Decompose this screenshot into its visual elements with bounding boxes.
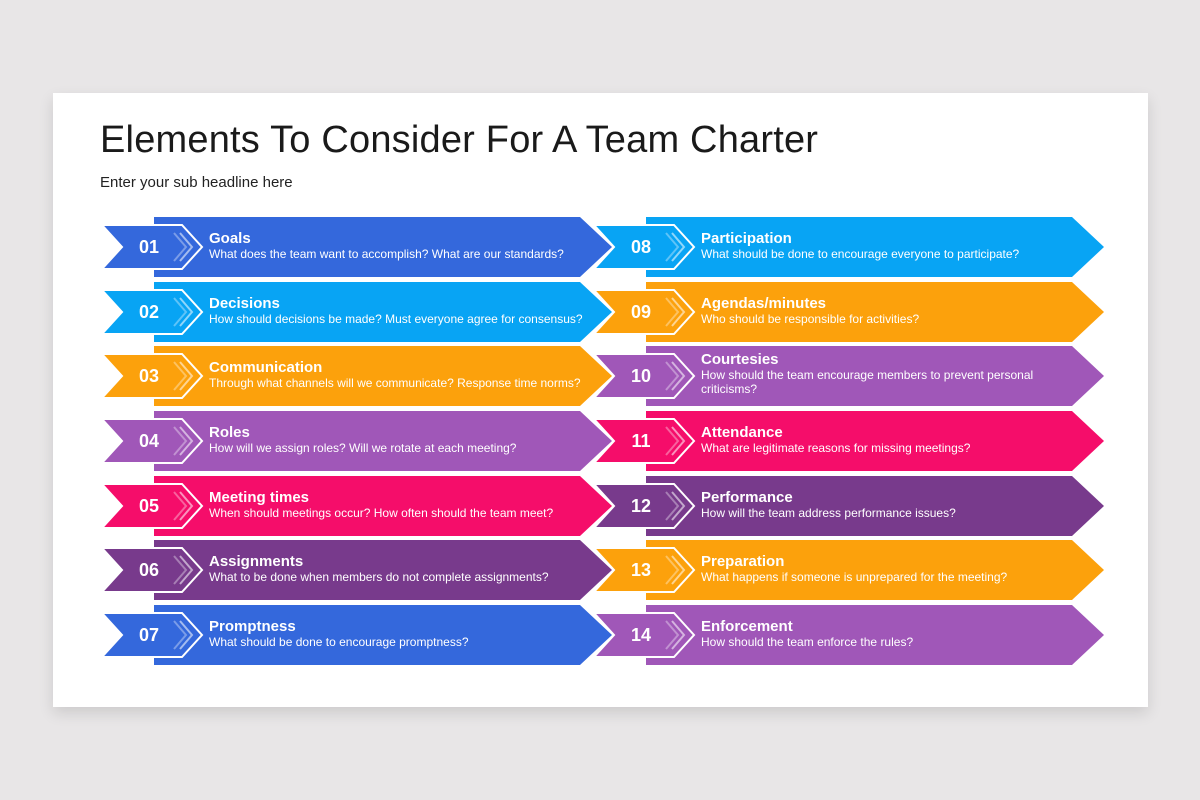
item-number: 06	[138, 560, 160, 580]
item-title: Preparation	[701, 553, 785, 570]
item-title: Communication	[209, 359, 323, 376]
item-title: Goals	[209, 230, 251, 247]
item-number: 08	[630, 237, 652, 257]
item-title: Participation	[701, 230, 792, 247]
item-title: Promptness	[209, 618, 296, 635]
item-title: Attendance	[701, 424, 783, 441]
item-title: Agendas/minutes	[701, 295, 827, 312]
item-description: When should meetings occur? How often sh…	[209, 506, 554, 520]
item-title: Assignments	[209, 553, 304, 570]
item-description: What should be done to encourage promptn…	[209, 635, 469, 649]
item-title: Courtesies	[701, 351, 779, 368]
arrow-shape-icon	[99, 476, 612, 536]
item-description: What does the team want to accomplish? W…	[209, 247, 564, 261]
item-title: Enforcement	[701, 618, 793, 635]
item-title: Performance	[701, 489, 793, 506]
item-description: How will we assign roles? Will we rotate…	[209, 441, 517, 455]
item-description: How should the team enforce the rules?	[701, 635, 914, 649]
item-number: 12	[630, 496, 652, 516]
item-description: How will the team address performance is…	[701, 506, 956, 520]
item-number: 03	[138, 366, 160, 386]
arrow-shape-icon	[99, 411, 612, 471]
arrow-shape-icon	[99, 540, 612, 600]
item-description: Who should be responsible for activities…	[701, 312, 920, 326]
arrow-shape-icon	[99, 217, 612, 277]
item-number: 10	[630, 366, 652, 386]
arrow-shape-icon	[591, 282, 1104, 342]
item-title: Decisions	[209, 295, 280, 312]
arrow-shape-icon	[591, 540, 1104, 600]
arrow-shape-icon	[99, 346, 612, 406]
item-number: 14	[630, 625, 652, 645]
arrow-shape-icon	[99, 282, 612, 342]
slide-title: Elements To Consider For A Team Charter	[100, 119, 819, 161]
item-number: 01	[138, 237, 160, 257]
item-number: 02	[138, 302, 160, 322]
item-title: Meeting times	[209, 489, 310, 506]
item-number: 04	[138, 431, 160, 451]
item-title: Roles	[209, 424, 250, 441]
arrow-shape-icon	[591, 476, 1104, 536]
arrow-shape-icon	[99, 605, 612, 665]
arrow-shape-icon	[591, 411, 1104, 471]
item-number: 05	[138, 496, 160, 516]
item-description: How should the team encourage members to…	[701, 368, 1034, 396]
arrow-shape-icon	[591, 346, 1104, 406]
item-description: What to be done when members do not comp…	[209, 570, 549, 584]
slide-subtitle: Enter your sub headline here	[100, 174, 293, 191]
item-description: How should decisions be made? Must every…	[209, 312, 583, 326]
item-number: 09	[630, 302, 652, 322]
arrow-shape-icon	[591, 217, 1104, 277]
item-description: What happens if someone is unprepared fo…	[701, 570, 1008, 584]
item-number: 11	[631, 431, 651, 451]
item-description: What are legitimate reasons for missing …	[701, 441, 971, 455]
item-number: 07	[138, 625, 160, 645]
item-description: Through what channels will we communicat…	[209, 376, 581, 390]
arrow-shape-icon	[591, 605, 1104, 665]
item-number: 13	[630, 560, 652, 580]
item-description: What should be done to encourage everyon…	[701, 247, 1020, 261]
